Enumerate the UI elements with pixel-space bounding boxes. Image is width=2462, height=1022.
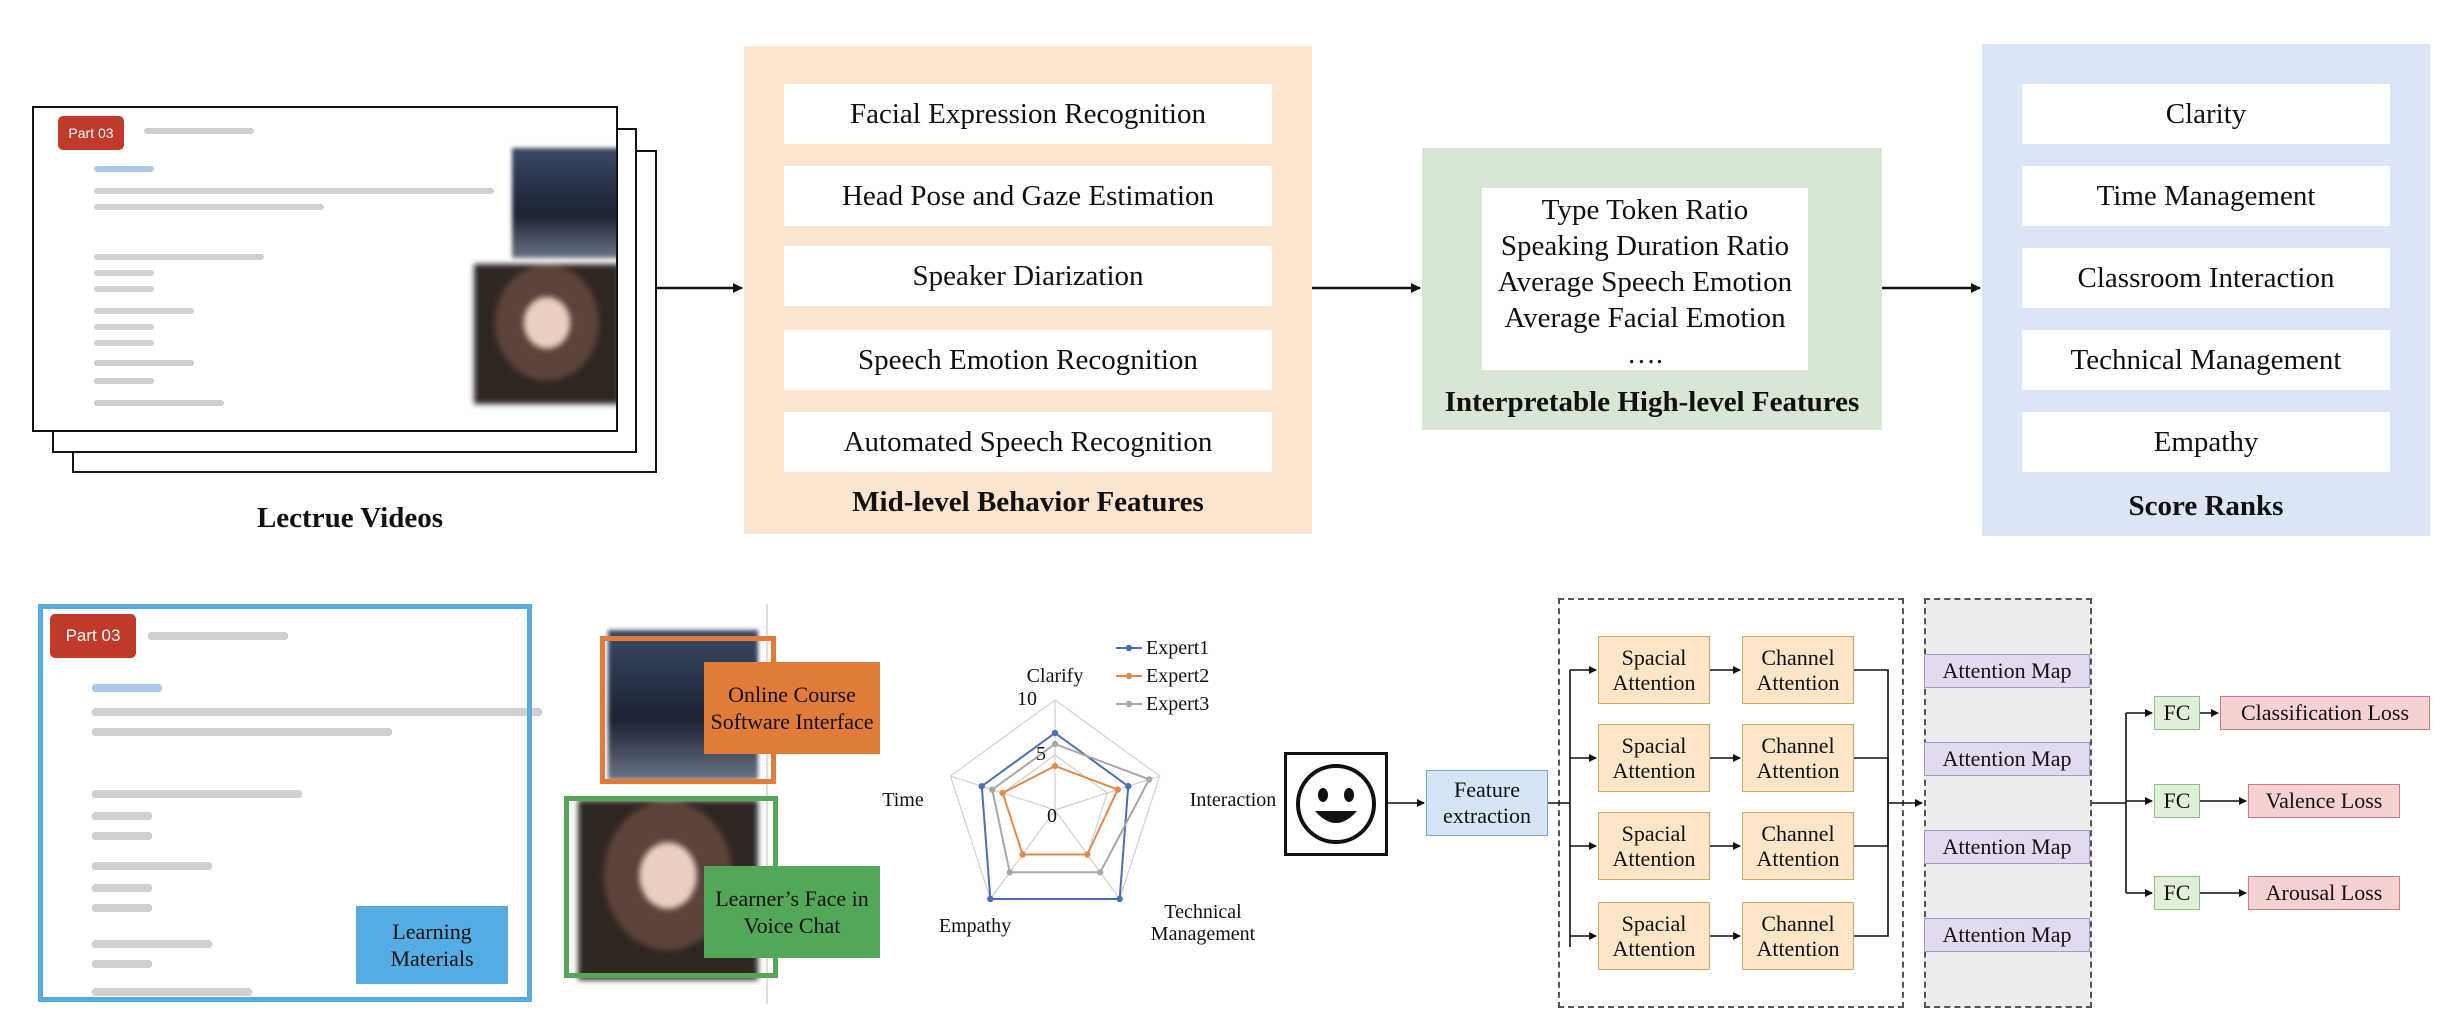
spacial-attention-3: Spacial Attention <box>1598 812 1710 880</box>
fc-1: FC <box>2154 696 2200 730</box>
fc-2: FC <box>2154 784 2200 818</box>
radar-point-2-4 <box>1019 851 1026 858</box>
screenshot-part-tag: Part 03 <box>50 614 136 658</box>
arousal-loss: Arousal Loss <box>2248 876 2400 910</box>
mid-feature-3: Speaker Diarization <box>784 246 1272 306</box>
learning-materials-label: Learning Materials <box>356 906 508 984</box>
radar-point-1-3 <box>1116 895 1123 903</box>
radar-point-2-2 <box>1114 786 1121 793</box>
radar-tick-1: 0 <box>1047 805 1057 827</box>
fc-3: FC <box>2154 876 2200 910</box>
radar-axis-label-3-1: Technical <box>1164 901 1242 923</box>
high-feature-5: …. <box>1626 338 1664 370</box>
high-feature-1: Type Token Ratio <box>1541 194 1749 226</box>
attention-map-2: Attention Map <box>1924 742 2090 776</box>
radar-point-2-1 <box>1051 762 1059 770</box>
feature-extraction-box: Feature extraction <box>1426 770 1548 836</box>
score-item-4: Technical Management <box>2022 330 2390 390</box>
video-frame-front: Part 03 <box>32 106 618 432</box>
radar-axis-label-5: Time <box>882 789 924 811</box>
radar-point-3-5 <box>989 786 996 793</box>
radar-series-3 <box>991 742 1151 874</box>
mid-feature-1: Facial Expression Recognition <box>784 84 1272 144</box>
channel-attention-3: Channel Attention <box>1742 812 1854 880</box>
high-level-caption: Interpretable High-level Features <box>1444 385 1860 418</box>
attention-map-3: Attention Map <box>1924 830 2090 864</box>
score-item-1: Clarity <box>2022 84 2390 144</box>
radar-point-1-4 <box>987 895 994 903</box>
radar-point-3-4 <box>1006 869 1013 876</box>
radar-point-3-1 <box>1051 740 1059 748</box>
top-arrows <box>657 283 1981 293</box>
radar-axis-label-4: Empathy <box>939 915 1011 937</box>
learning-materials-frame <box>38 604 532 1002</box>
mid-feature-2: Head Pose and Gaze Estimation <box>784 166 1272 226</box>
radar-series-2 <box>1001 764 1120 856</box>
radar-legend-marker-1 <box>1125 644 1133 652</box>
online-course-label: Online Course Software Interface <box>704 662 880 754</box>
learners-face-label: Learner’s Face in Voice Chat <box>704 866 880 958</box>
radar-point-1-5 <box>978 783 985 790</box>
attention-map-4: Attention Map <box>1924 918 2090 952</box>
radar-legend-marker-2 <box>1125 672 1133 680</box>
channel-attention-4: Channel Attention <box>1742 902 1854 970</box>
radar-legend-label-3: Expert3 <box>1146 693 1209 715</box>
radar-point-1-2 <box>1125 783 1132 790</box>
lecture-videos-caption: Lectrue Videos <box>256 501 444 534</box>
slide-part-tag: Part 03 <box>58 116 124 150</box>
score-item-5: Empathy <box>2022 412 2390 472</box>
high-feature-4: Average Facial Emotion <box>1504 302 1786 334</box>
radar-legend-label-1: Expert1 <box>1146 637 1209 659</box>
valence-loss: Valence Loss <box>2248 784 2400 818</box>
mid-level-caption: Mid-level Behavior Features <box>852 485 1204 518</box>
channel-attention-2: Channel Attention <box>1742 724 1854 792</box>
spacial-attention-4: Spacial Attention <box>1598 902 1710 970</box>
high-feature-2: Speaking Duration Ratio <box>1500 230 1790 262</box>
mid-feature-5: Automated Speech Recognition <box>784 412 1272 472</box>
mid-feature-4: Speech Emotion Recognition <box>784 330 1272 390</box>
radar-point-1-1 <box>1051 729 1059 737</box>
smiley-face-icon <box>1296 764 1376 844</box>
spacial-attention-2: Spacial Attention <box>1598 724 1710 792</box>
spacial-attention-1: Spacial Attention <box>1598 636 1710 704</box>
smiley-box <box>1284 752 1388 856</box>
radar-axis-label-3-2: Management <box>1151 923 1256 945</box>
score-item-2: Time Management <box>2022 166 2390 226</box>
radar-legend-marker-3 <box>1125 700 1133 708</box>
channel-attention-1: Channel Attention <box>1742 636 1854 704</box>
radar-tick-2: 5 <box>1036 743 1046 765</box>
classification-loss: Classification Loss <box>2220 696 2430 730</box>
score-item-3: Classroom Interaction <box>2022 248 2390 308</box>
radar-point-3-2 <box>1145 776 1153 783</box>
radar-axis-label-1: Clarify <box>1027 665 1084 687</box>
radar-point-2-5 <box>999 789 1006 797</box>
attention-map-1: Attention Map <box>1924 654 2090 688</box>
radar-tick-3: 10 <box>1017 688 1037 710</box>
score-ranks-caption: Score Ranks <box>2128 489 2284 522</box>
bottom-arrows <box>1388 666 2247 947</box>
radar-point-3-3 <box>1097 869 1104 876</box>
radar-series-1 <box>980 731 1130 900</box>
learner-face <box>474 264 616 404</box>
radar-chart: 0 5 10ClarifyInteractionTechnicalManagemen… <box>882 637 1277 945</box>
radar-spoke-2 <box>1054 775 1160 811</box>
high-feature-3: Average Speech Emotion <box>1497 266 1793 298</box>
high-features-box: Type Token Ratio Speaking Duration Ratio… <box>1482 188 1808 370</box>
radar-point-2-3 <box>1084 851 1091 858</box>
course-software-ui <box>512 148 616 258</box>
radar-axis-label-2: Interaction <box>1190 789 1277 811</box>
radar-legend-label-2: Expert2 <box>1146 665 1209 687</box>
